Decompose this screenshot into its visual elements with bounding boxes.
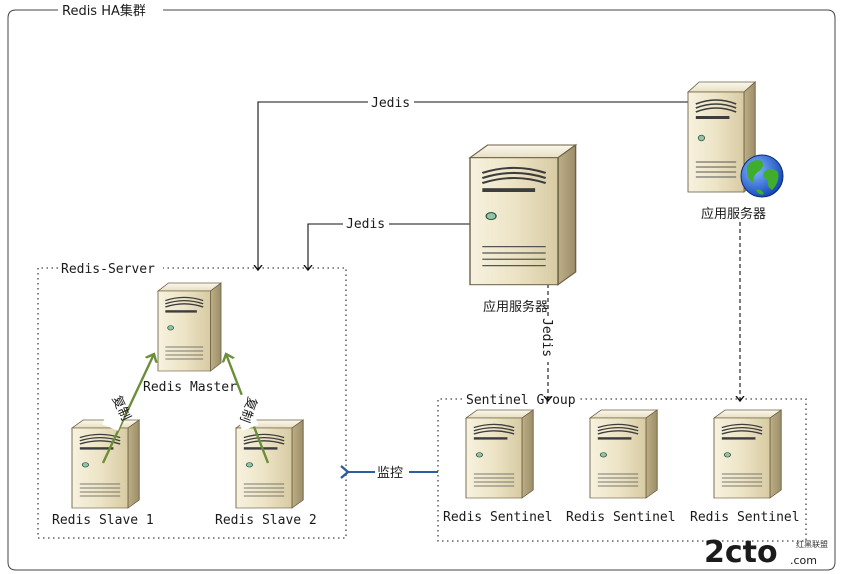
monitor-label: 监控 [377,466,403,481]
jedis-edge-middle [308,223,470,270]
redis-slave-1-label: Redis Slave 1 [52,513,154,528]
sentinel-node-3 [713,409,783,499]
app-server-middle [468,143,578,287]
jedis-label-middle: Jedis [346,217,385,232]
sentinel-node-1 [465,409,535,499]
sentinel-group-title: Sentinel Group [466,393,576,408]
sentinel-node-2 [589,409,659,499]
redis-slave-1-node [71,419,141,509]
redis-master-label: Redis Master [143,380,237,395]
app-server-top-label: 应用服务器 [701,206,766,222]
svg-text:2cto: 2cto [704,535,778,570]
redis-server-title: Redis-Server [61,262,155,277]
redis-slave-2-label: Redis Slave 2 [215,513,317,528]
cluster-title: Redis HA集群 [62,3,146,19]
globe-icon [740,154,784,198]
sentinel-label-2: Redis Sentinel [566,510,676,525]
app-server-middle-label: 应用服务器 [483,299,548,315]
replicate-edge-1 [101,354,154,464]
app-server-top [687,81,784,198]
svg-text:.com: .com [790,554,817,567]
sentinel-label-1: Redis Sentinel [443,510,553,525]
sentinel-group-box [437,398,807,542]
cluster-frame [7,9,836,571]
svg-text:红黑联盟: 红黑联盟 [796,539,828,549]
jedis-edge-top [258,101,688,270]
jedis-label-top: Jedis [371,96,410,111]
watermark-logo: 2cto .com 红黑联盟 [704,535,828,570]
redis-slave-2-node [235,419,305,509]
jedis-label-vertical: Jedis [539,318,554,357]
sentinel-label-3: Redis Sentinel [690,510,800,525]
redis-master-node [157,282,222,372]
